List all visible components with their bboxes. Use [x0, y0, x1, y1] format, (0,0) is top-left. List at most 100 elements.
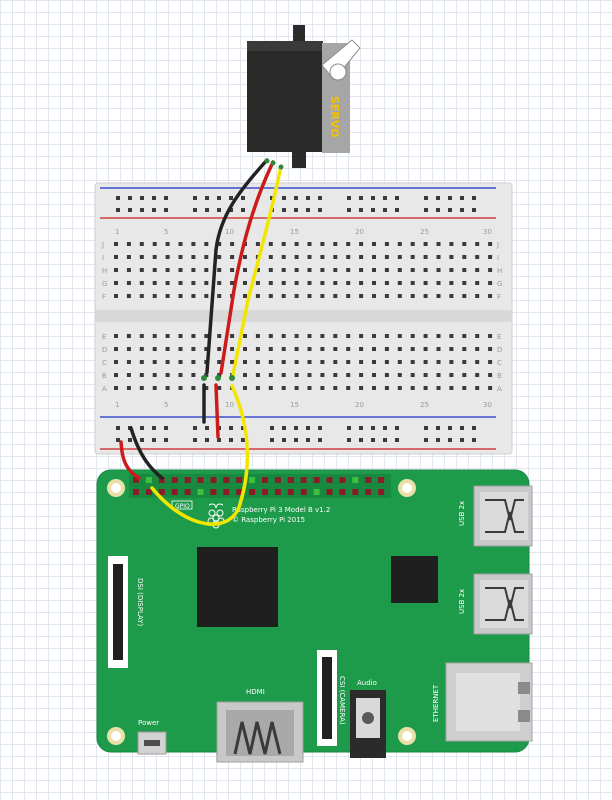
breadboard-hole — [178, 373, 183, 377]
row-letter: G — [497, 280, 502, 288]
breadboard-hole — [475, 242, 480, 246]
usb-port-top: USB 2x — [458, 485, 533, 547]
rail-hole — [205, 196, 209, 200]
gpio-pin — [210, 477, 217, 483]
wire-contact — [201, 375, 207, 381]
rail-hole — [270, 438, 274, 442]
gpio-pin — [171, 489, 178, 495]
breadboard-hole — [307, 360, 312, 364]
breadboard-hole — [346, 294, 351, 298]
breadboard-hole — [126, 281, 131, 285]
rail-hole — [383, 208, 387, 212]
breadboard-hole — [281, 334, 286, 338]
breadboard-hole — [384, 281, 389, 285]
breadboard-hole — [114, 334, 118, 338]
breadboard-hole — [333, 268, 338, 272]
row-letter: D — [102, 346, 107, 354]
usb-slot-icon — [485, 587, 524, 609]
rail-hole — [436, 208, 440, 212]
breadboard-hole — [126, 386, 131, 390]
breadboard-hole — [462, 373, 467, 377]
breadboard-hole — [449, 255, 454, 259]
breadboard-hole — [410, 334, 415, 338]
breadboard-hole — [462, 294, 467, 298]
breadboard-hole — [281, 347, 286, 351]
breadboard-hole — [255, 347, 260, 351]
breadboard-hole — [268, 347, 273, 351]
row-letter: G — [102, 280, 107, 288]
rail-hole — [395, 208, 399, 212]
breadboard-hole — [462, 386, 467, 390]
breadboard-hole — [346, 334, 351, 338]
breadboard-hole — [410, 347, 415, 351]
rail-hole — [164, 438, 168, 442]
rail-hole — [205, 438, 209, 442]
breadboard-hole — [307, 294, 312, 298]
row-letter: I — [497, 254, 499, 262]
rail-hole — [152, 426, 156, 430]
row-letter: C — [497, 359, 502, 367]
rail-hole — [306, 426, 310, 430]
breadboard-hole — [320, 255, 325, 259]
breadboard-hole — [281, 360, 286, 364]
breadboard-hole — [333, 334, 338, 338]
breadboard-hole — [333, 242, 338, 246]
breadboard-hole — [204, 294, 209, 298]
breadboard-hole — [294, 242, 299, 246]
breadboard-hole — [320, 360, 325, 364]
breadboard-hole — [333, 255, 338, 259]
breadboard-hole — [475, 294, 480, 298]
gpio-pin — [184, 489, 191, 495]
col-number: 25 — [420, 228, 429, 236]
breadboard-hole — [475, 386, 480, 390]
rail-hole — [347, 196, 351, 200]
breadboard-hole — [410, 373, 415, 377]
breadboard-hole — [436, 268, 441, 272]
breadboard-hole — [281, 373, 286, 377]
servo-label: SERVO — [328, 96, 341, 138]
row-letter: H — [102, 267, 107, 275]
breadboard-hole — [475, 281, 480, 285]
rail-hole — [193, 438, 197, 442]
breadboard-hole — [268, 294, 273, 298]
hdmi-pins-icon — [233, 721, 282, 755]
breadboard-hole — [281, 386, 286, 390]
gpio-pin — [197, 477, 204, 483]
breadboard-hole — [359, 347, 364, 351]
breadboard-hole — [346, 386, 351, 390]
breadboard-hole — [462, 255, 467, 259]
rail-hole — [282, 426, 286, 430]
rail-hole — [318, 426, 322, 430]
pi-model-text: Raspberry Pi 3 Model B v1.2 — [232, 506, 330, 514]
raspberry-pi-board: GPIO Raspberry Pi 3 Model B v1.2 © Raspb… — [96, 469, 533, 763]
servo-ground-wire — [205, 158, 269, 374]
wire-contact — [229, 375, 235, 381]
col-number: 1 — [115, 401, 119, 409]
gpio-pin — [274, 477, 281, 483]
rail-hole — [395, 438, 399, 442]
breadboard-hole — [268, 386, 273, 390]
usb-slot-icon — [485, 599, 524, 621]
breadboard-hole — [475, 268, 480, 272]
rail-hole — [270, 196, 274, 200]
servo-motor: SERVO — [247, 25, 361, 168]
rail-hole — [282, 438, 286, 442]
rail-hole — [395, 196, 399, 200]
usb-port-bottom: USB 2x — [458, 573, 533, 635]
gpio-pin — [378, 477, 385, 483]
rail-hole — [282, 208, 286, 212]
breadboard-hole — [114, 347, 118, 351]
breadboard-hole — [281, 255, 286, 259]
breadboard-hole — [384, 255, 389, 259]
gpio-pin — [262, 477, 268, 483]
wire-contact — [264, 158, 270, 164]
mounting-hole-center — [402, 483, 412, 493]
breadboard-hole — [488, 360, 493, 364]
usb-slot-icon — [485, 511, 524, 533]
breadboard-hole — [462, 360, 467, 364]
rail-hole — [294, 438, 298, 442]
gpio-pin — [184, 477, 191, 483]
breadboard-hole — [255, 294, 260, 298]
breadboard-hole — [320, 373, 325, 377]
breadboard-hole — [217, 268, 222, 272]
